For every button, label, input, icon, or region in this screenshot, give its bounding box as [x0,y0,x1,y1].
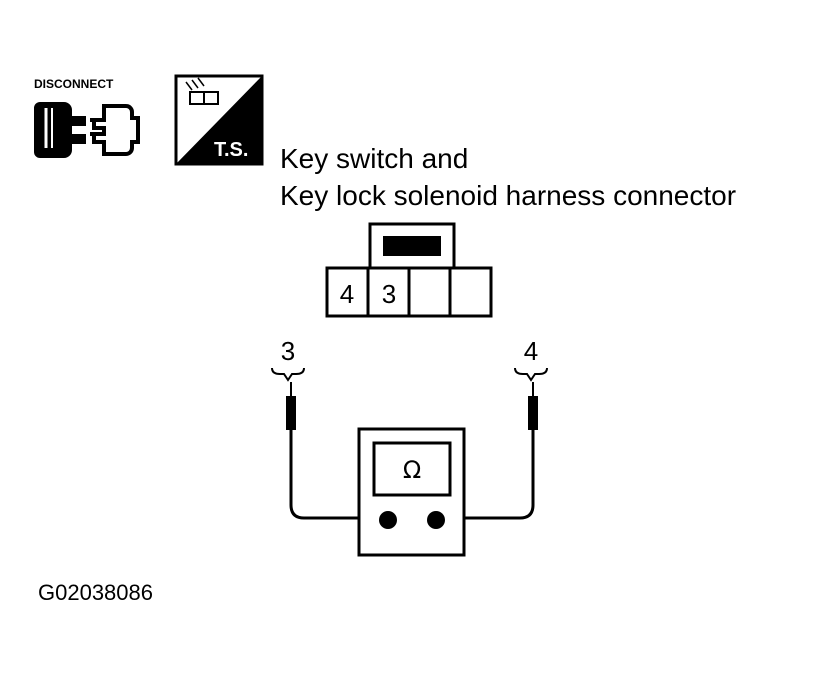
meter-terminal-right [427,511,445,529]
figure-id: G02038086 [38,580,153,605]
connector-pin-1: 4 [340,279,354,309]
ts-label: T.S. [214,139,248,161]
disconnect-icon: DISCONNECT [34,77,140,158]
caption-line-2: Key lock solenoid harness connector [280,180,737,211]
connector-pin-2: 3 [382,279,396,309]
ts-icon: T.S. [174,74,264,166]
connector-housing [368,222,456,268]
left-probe: 3 [271,336,388,520]
connector-pins: 4 3 [325,266,493,318]
ohm-symbol: Ω [403,456,421,484]
ohmmeter: Ω [357,427,466,557]
connector-latch [383,236,441,256]
disconnect-label: DISCONNECT [34,77,114,91]
meter-display [372,441,452,497]
right-probe: 4 [436,336,548,520]
left-probe-label: 3 [281,336,295,366]
right-probe-label: 4 [524,336,538,366]
caption-line-1: Key switch and [280,143,469,174]
meter-terminal-left [379,511,397,529]
